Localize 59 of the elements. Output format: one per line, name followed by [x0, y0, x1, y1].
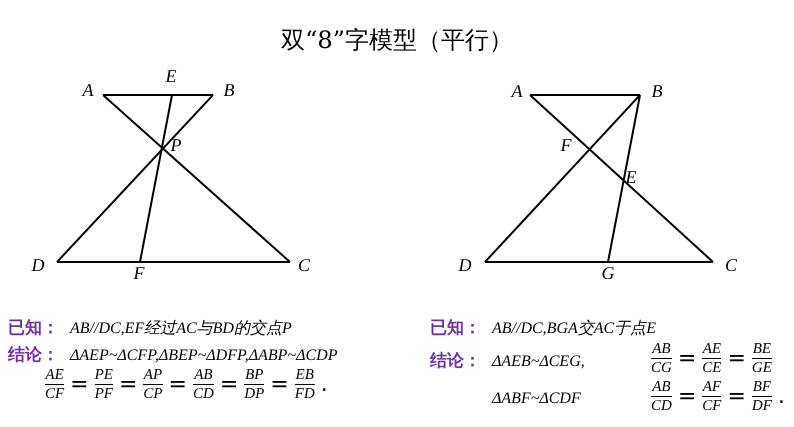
statement-text: AB//DC,EF经过AC与BD的交点P [70, 318, 292, 339]
statement-text: AB//DC,BGA交AC于点E [492, 318, 656, 339]
denominator: FD [294, 385, 315, 403]
point-label: A [82, 81, 94, 99]
point-label: E [166, 67, 176, 85]
statement-text: ΔABF~ΔCDF [492, 389, 581, 409]
math-symbol: = [118, 371, 138, 399]
point-label: D [458, 256, 472, 274]
point-label: C [725, 256, 737, 274]
denominator: CF [45, 385, 64, 403]
math-symbol: = [220, 371, 238, 399]
point-label: G [602, 264, 614, 282]
point-label: E [626, 168, 636, 186]
math-symbol: = [678, 383, 696, 411]
numerator: BP [245, 366, 264, 384]
numerator: AB [194, 366, 213, 384]
numerator: AF [702, 378, 722, 396]
math-symbol: = [168, 371, 187, 399]
numerator: AE [702, 340, 722, 358]
point-label: B [652, 82, 662, 100]
heading-label: 已知： [430, 317, 481, 340]
title: 双“8”字模型（平行） [281, 25, 513, 56]
point-label: F [134, 264, 144, 282]
math-symbol: = [270, 371, 289, 399]
denominator: CD [651, 397, 672, 415]
math-symbol: = [70, 371, 89, 399]
numerator: AB [652, 378, 671, 396]
denominator: PF [94, 385, 113, 403]
numerator: BF [752, 378, 772, 396]
denominator: CG [651, 359, 672, 377]
point-label: C [298, 256, 310, 274]
numerator: AP [144, 366, 162, 384]
point-label: B [224, 81, 234, 99]
denominator: GE [752, 359, 772, 377]
numerator: PE [94, 366, 113, 384]
denominator: CD [192, 385, 214, 403]
math-symbol: . [320, 371, 328, 399]
math-symbol: = [727, 383, 746, 411]
denominator: DF [752, 397, 772, 415]
statement-text: ΔAEB~ΔCEG, [492, 352, 585, 372]
heading-label: 已知： [8, 317, 59, 340]
numerator: AB [652, 340, 671, 358]
heading-label: 结论： [430, 350, 481, 373]
math-symbol: = [678, 345, 696, 373]
denominator: CF [702, 397, 722, 415]
denominator: CE [702, 359, 722, 377]
point-label: D [32, 256, 44, 274]
statement-text: ΔAEP~ΔCFP,ΔBEP~ΔDFP,ΔABP~ΔCDP [70, 346, 338, 366]
numerator: BE [752, 340, 772, 358]
math-symbol: = [727, 345, 746, 373]
numerator: EB [296, 366, 314, 384]
heading-label: 结论： [8, 344, 59, 367]
numerator: AE [45, 366, 64, 384]
denominator: CP [143, 385, 163, 403]
denominator: DP [244, 385, 264, 403]
point-label: F [560, 136, 572, 154]
point-label: P [170, 136, 182, 154]
math-symbol: . [778, 383, 785, 411]
point-label: A [512, 82, 522, 100]
